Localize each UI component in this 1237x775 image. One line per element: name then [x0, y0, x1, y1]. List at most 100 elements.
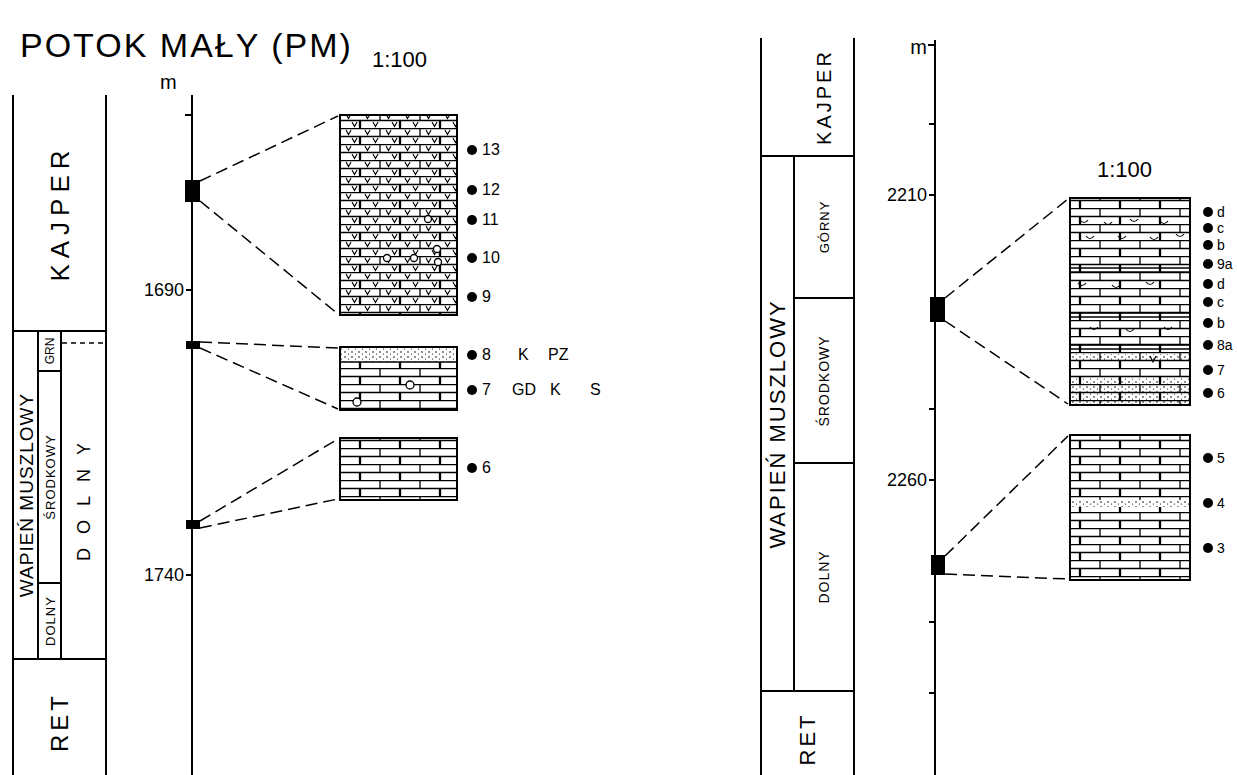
scale-label: m — [910, 37, 927, 57]
stratigraphic-unit: DOLNY — [60, 330, 107, 660]
sample-dot — [467, 385, 477, 395]
sample-dot — [467, 215, 477, 225]
sample-dot — [1203, 543, 1213, 553]
scale-label: 1:100 — [1097, 159, 1152, 181]
sample-dot — [1203, 240, 1213, 250]
scale-tick — [929, 123, 935, 125]
stratigraphic-unit: WAPIEŃ MUSZLOWY — [12, 330, 39, 660]
oolite-symbol — [434, 246, 441, 253]
bed-line — [1070, 267, 1190, 268]
scale-label: 1690 — [144, 281, 184, 299]
unit-name: GRN — [44, 338, 56, 365]
sample-dot — [1203, 498, 1213, 508]
unit-name: RET — [48, 692, 72, 752]
sample-number: 7 — [482, 382, 491, 398]
sample-dot — [1203, 223, 1213, 233]
sample-dot — [467, 185, 477, 195]
leader-line — [200, 342, 338, 348]
unit-name: ŚRODKOWY — [43, 434, 56, 519]
sample-dot — [1203, 207, 1213, 217]
scale-label: 1:100 — [372, 49, 427, 71]
bed-line — [1070, 348, 1190, 349]
shell-symbol — [1078, 282, 1154, 288]
sample-number: 5 — [1217, 451, 1225, 465]
sample-number: d — [1217, 205, 1225, 219]
shell-symbol — [1086, 234, 1184, 240]
lithology-box — [340, 115, 457, 315]
section-mark — [186, 520, 200, 529]
leader-line — [945, 321, 1068, 404]
sample-dot — [1203, 297, 1213, 307]
oolite-symbol — [425, 216, 432, 223]
sample-dot — [467, 463, 477, 473]
sample-number: 8a — [1217, 338, 1233, 352]
sample-dot — [1203, 279, 1213, 289]
sample-dot — [467, 350, 477, 360]
sample-number: c — [1217, 295, 1224, 309]
leader-line — [200, 201, 338, 314]
sample-number: 7 — [1217, 363, 1225, 377]
sample-dot — [1203, 388, 1213, 398]
unit-name: WAPIEŃ MUSZLOWY — [16, 393, 35, 597]
sample-number: 6 — [482, 460, 491, 476]
marl-layers — [1070, 268, 1190, 349]
stratigraphic-unit: KAJPER — [12, 95, 107, 332]
oolite-symbols — [384, 216, 442, 266]
sample-dot — [1203, 318, 1213, 328]
leader-line — [945, 199, 1068, 298]
scale-tick — [929, 408, 935, 410]
sample-number: 4 — [1217, 496, 1225, 510]
scale-tick — [186, 289, 192, 291]
stratigraphic-unit: ŚRODKOWY — [793, 297, 855, 464]
sand-band — [341, 348, 456, 362]
section-mark — [186, 341, 200, 349]
sample-dot — [1203, 340, 1213, 350]
sample-dot — [1203, 453, 1213, 463]
sample-number: 11 — [482, 212, 499, 228]
section-marks — [930, 297, 945, 575]
scale-label: 1740 — [144, 566, 184, 584]
sample-dots — [1203, 207, 1213, 553]
lithology-box — [1070, 435, 1190, 580]
sample-number: 9 — [482, 289, 491, 305]
stratigraphic-unit: KAJPER — [760, 38, 855, 157]
scale-tick — [929, 692, 935, 694]
sample-number: GD — [512, 382, 536, 398]
stratigraphic-unit: DOLNY — [793, 462, 855, 692]
leader-line — [200, 439, 338, 521]
stratigraphic-unit: GÓRNY — [793, 155, 855, 299]
scale-tick — [929, 479, 935, 481]
sand-band — [1071, 500, 1189, 507]
oolite-symbol — [406, 381, 414, 389]
shell-symbols — [1078, 219, 1184, 362]
section-title: POTOK MAŁY (PM) — [20, 28, 353, 62]
shell-symbol — [1080, 219, 1168, 225]
unit-name: ŚRODKOWY — [817, 335, 831, 426]
unit-name: KAJPER — [814, 49, 834, 145]
bed-line — [1070, 271, 1190, 272]
scale-tick — [186, 574, 192, 576]
bed-line — [1070, 316, 1190, 317]
leader-line — [945, 436, 1068, 556]
sample-dots — [467, 145, 477, 473]
sample-dot — [1203, 365, 1213, 375]
sample-number: 12 — [482, 182, 500, 198]
stratigraphic-unit: DOLNY — [37, 582, 62, 660]
unit-name: WAPIEŃ MUSZLOWY — [767, 299, 789, 548]
leader-line — [200, 116, 338, 181]
unit-name: GÓRNY — [818, 201, 831, 254]
shell-symbol — [1090, 327, 1172, 332]
sample-dot — [467, 253, 477, 263]
unit-name: KAJPER — [47, 144, 73, 281]
stratigraphic-unit: ŚRODKOWY — [37, 370, 62, 584]
oolite-symbol — [353, 398, 361, 406]
sample-number: K — [518, 347, 529, 363]
sample-number: K — [550, 382, 561, 398]
bed-line — [1070, 344, 1190, 345]
lithology-box — [340, 438, 457, 500]
unit-name: DOLNY — [817, 550, 831, 603]
scale-label: m — [160, 72, 177, 92]
scale-tick — [929, 194, 935, 196]
